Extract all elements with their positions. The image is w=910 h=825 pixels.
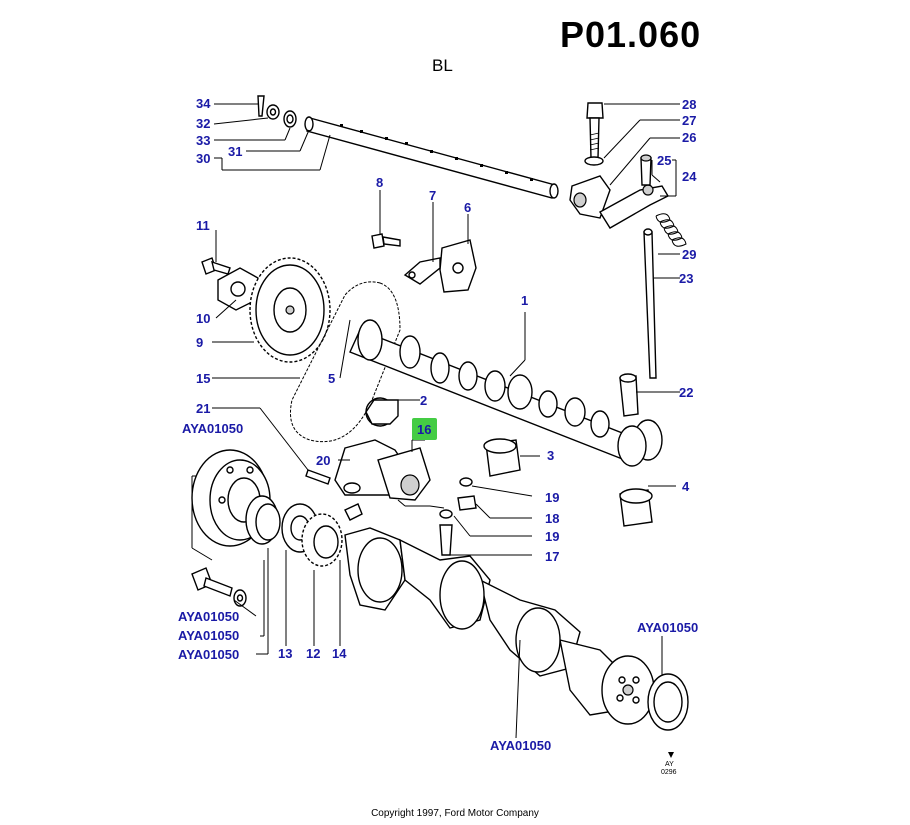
callout-1[interactable]: 1 — [521, 293, 528, 308]
woodruff-key — [344, 503, 363, 521]
callout-19-upper[interactable]: 19 — [545, 490, 559, 505]
callout-21[interactable]: 21 — [196, 401, 210, 416]
crankshaft-gear — [301, 513, 343, 567]
camshaft-sprocket — [249, 257, 331, 363]
exploded-parts-diagram: 34 32 33 31 30 8 7 6 28 27 26 25 24 29 2… — [178, 95, 698, 776]
callout-13[interactable]: 13 — [278, 646, 292, 661]
oil-pump-washer-upper — [459, 477, 473, 487]
camshaft-bearing-rear — [619, 488, 653, 527]
oil-pump-long-bolt — [439, 524, 453, 556]
drawing-stamp: AY 0296 — [661, 752, 677, 776]
callout-27[interactable]: 27 — [682, 113, 696, 128]
adjusting-screw — [640, 154, 652, 186]
camshaft — [349, 319, 663, 467]
pulley-washer — [233, 589, 247, 607]
callout-28[interactable]: 28 — [682, 97, 696, 112]
callout-aya-top-left[interactable]: AYA01050 — [182, 421, 243, 436]
callout-33[interactable]: 33 — [196, 133, 210, 148]
shaft-end-plug — [283, 110, 297, 128]
callout-17[interactable]: 17 — [545, 549, 559, 564]
cam-follower — [619, 373, 639, 417]
crankshaft — [344, 527, 631, 716]
callout-34[interactable]: 34 — [196, 96, 211, 111]
callout-11[interactable]: 11 — [196, 218, 210, 233]
callout-29[interactable]: 29 — [682, 247, 696, 262]
spring-washer — [266, 104, 280, 120]
pedestal-washer — [584, 156, 604, 166]
callout-16[interactable]: 16 — [417, 422, 431, 437]
oil-pump-washer-lower — [439, 509, 453, 519]
callout-26[interactable]: 26 — [682, 130, 696, 145]
callout-14[interactable]: 14 — [332, 646, 347, 661]
tensioner-bolt — [371, 233, 401, 249]
callout-18[interactable]: 18 — [545, 511, 559, 526]
callout-22[interactable]: 22 — [679, 385, 693, 400]
pulley-bolt — [191, 567, 233, 597]
chain-guide-bracket — [403, 257, 441, 285]
callout-23[interactable]: 23 — [679, 271, 693, 286]
callout-6[interactable]: 6 — [464, 200, 471, 215]
split-pin — [257, 95, 265, 117]
callout-3[interactable]: 3 — [547, 448, 554, 463]
oil-pump-body — [377, 447, 431, 501]
callout-9[interactable]: 9 — [196, 335, 203, 350]
chain-tensioner — [439, 239, 477, 293]
callout-aya-bottom-left-1[interactable]: AYA01050 — [178, 609, 239, 624]
callout-8[interactable]: 8 — [376, 175, 383, 190]
push-rod — [643, 228, 657, 379]
camshaft-bearing-front — [365, 397, 399, 427]
variant-label: BL — [432, 56, 453, 75]
callout-7[interactable]: 7 — [429, 188, 436, 203]
page-code: P01.060 — [560, 14, 702, 55]
callout-5[interactable]: 5 — [328, 371, 335, 386]
callout-aya-bottom-left-2[interactable]: AYA01050 — [178, 628, 239, 643]
callout-12[interactable]: 12 — [306, 646, 320, 661]
callout-aya-right[interactable]: AYA01050 — [637, 620, 698, 635]
callout-31[interactable]: 31 — [228, 144, 242, 159]
callout-aya-bottom[interactable]: AYA01050 — [490, 738, 551, 753]
callout-20[interactable]: 20 — [316, 453, 330, 468]
callout-30[interactable]: 30 — [196, 151, 210, 166]
leader-lines — [191, 103, 680, 739]
callouts: 34 32 33 31 30 8 7 6 28 27 26 25 24 29 2… — [178, 96, 698, 753]
rear-oil-seal — [647, 673, 689, 731]
stamp-line2: 0296 — [661, 769, 677, 776]
camshaft-bearing-centre — [483, 438, 521, 477]
callout-2[interactable]: 2 — [420, 393, 427, 408]
pedestal-bolt — [586, 102, 604, 159]
callout-32[interactable]: 32 — [196, 116, 210, 131]
copyright-footer: Copyright 1997, Ford Motor Company — [371, 808, 539, 819]
callout-19-lower[interactable]: 19 — [545, 529, 559, 544]
crankshaft-flange — [601, 655, 655, 725]
oil-pump-bolt — [457, 495, 477, 511]
selected-part-highlight — [412, 418, 437, 440]
callout-10[interactable]: 10 — [196, 311, 210, 326]
stamp-line1: AY — [665, 761, 674, 768]
rocker-pedestal — [569, 175, 611, 219]
valve-spring — [655, 213, 687, 247]
oil-seal — [245, 495, 281, 545]
drive-pin — [305, 469, 331, 485]
callout-24[interactable]: 24 — [682, 169, 697, 184]
rocker-shaft — [304, 116, 559, 199]
callout-aya-bottom-left-3[interactable]: AYA01050 — [178, 647, 239, 662]
callout-15[interactable]: 15 — [196, 371, 210, 386]
callout-25[interactable]: 25 — [657, 153, 671, 168]
callout-4[interactable]: 4 — [682, 479, 690, 494]
